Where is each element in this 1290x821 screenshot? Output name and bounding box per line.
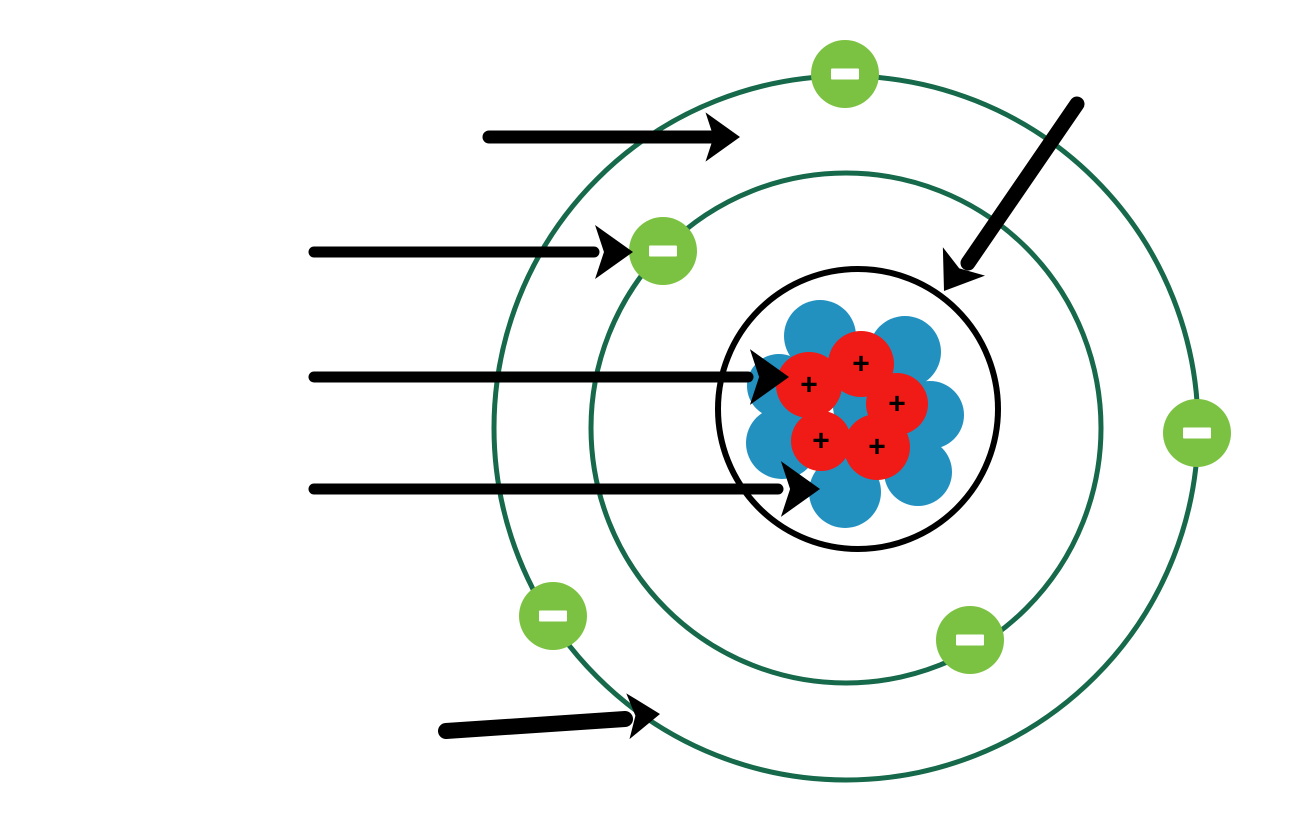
proton-plus-sign: + xyxy=(812,425,830,458)
proton-plus-sign: + xyxy=(868,431,886,464)
proton-plus-sign: + xyxy=(888,388,906,421)
arrow-head xyxy=(595,224,633,280)
electron-electron-middle-bottom-right xyxy=(936,606,1004,674)
arrow-middle-shell-electron xyxy=(308,224,633,280)
electron-electron-outer-right xyxy=(1163,399,1231,467)
electron-electron-outer-top xyxy=(811,40,879,108)
arrow-head xyxy=(749,349,789,405)
arrow-outer-shell xyxy=(482,112,740,162)
arrow-head xyxy=(942,247,986,291)
electron-minus-sign xyxy=(649,245,677,257)
arrow-neutron xyxy=(308,461,820,517)
arrow-head xyxy=(705,112,740,162)
proton-particle xyxy=(844,414,910,480)
electron-minus-sign xyxy=(956,634,984,646)
orbit-ring-middle-shell xyxy=(588,170,1104,686)
electron-minus-sign xyxy=(1183,427,1211,439)
annotation-arrows-group xyxy=(308,96,1085,740)
electron-electron-middle-upper-left xyxy=(629,217,697,285)
electron-electron-outer-bottom-left xyxy=(519,582,587,650)
arrow-outer-shell-lower xyxy=(438,693,660,740)
proton-plus-sign: + xyxy=(852,348,870,381)
arrow-shaft xyxy=(438,711,633,739)
proton-plus-sign: + xyxy=(800,369,818,402)
electron-minus-sign xyxy=(539,610,567,622)
electrons-group xyxy=(519,40,1231,674)
electron-minus-sign xyxy=(831,68,859,80)
arrow-proton xyxy=(308,349,789,405)
arrow-nucleus xyxy=(942,96,1085,291)
nucleus-group: +++++ xyxy=(746,300,964,528)
arrow-shaft xyxy=(960,96,1085,271)
arrow-head xyxy=(626,693,660,740)
proton-particle xyxy=(791,411,851,471)
proton-particle xyxy=(776,352,842,418)
orbit-ring-inner-shell xyxy=(715,266,1001,552)
arrow-head xyxy=(780,461,820,517)
